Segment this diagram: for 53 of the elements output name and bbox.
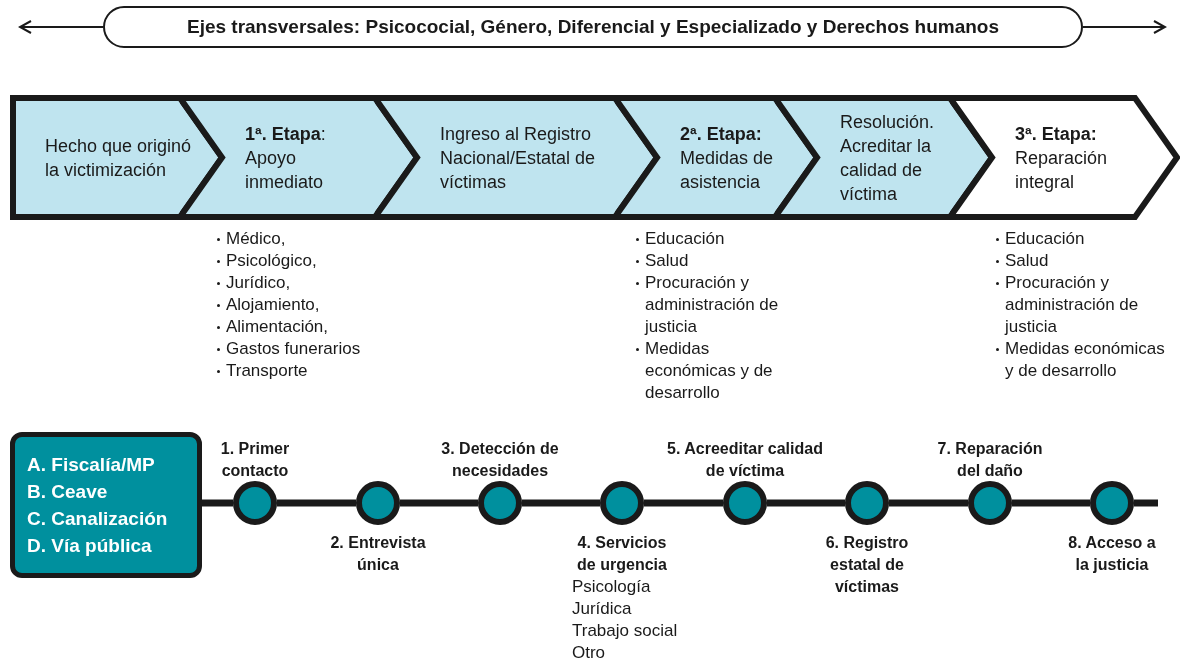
- stage-text: Hecho que originó la victimización: [45, 134, 193, 182]
- list-item: Medidas económicas y de desarrollo: [645, 338, 774, 404]
- list-item: Transporte: [226, 360, 308, 382]
- list-item: Alimentación,: [226, 316, 329, 338]
- service-item: Psicología: [571, 576, 651, 598]
- entry-item: A. Fiscalía/MP: [27, 453, 156, 477]
- list-item: Alojamiento,: [226, 294, 320, 316]
- entry-box: [10, 432, 202, 578]
- stage-text: Resolución. Acreditar la calidad de víctima: [840, 110, 936, 206]
- entry-item: C. Canalización: [27, 507, 169, 531]
- list-item: Educación: [1005, 228, 1085, 250]
- entry-item: D. Vía pública: [27, 534, 153, 558]
- arrow: [1082, 20, 1166, 34]
- arrow: [19, 20, 104, 34]
- banner: [103, 6, 1083, 48]
- timeline-line: [522, 499, 600, 507]
- timeline-line: [277, 499, 356, 507]
- entry-item: B. Ceave: [27, 480, 109, 504]
- list-item: Procuración y administración de justicia: [1005, 272, 1140, 338]
- stage-heading: 2ª. Etapa:: [680, 122, 763, 146]
- banner-title: Ejes transversales: Psicococial, Género, Diferencial y Especializado y Derechos humanos: [186, 14, 1000, 39]
- service-item: Jurídica: [571, 598, 632, 620]
- stage-text: Apoyo inmediato: [245, 146, 325, 194]
- list-item: Salud: [1005, 250, 1049, 272]
- stage-heading: 1ª. Etapa:: [245, 122, 327, 146]
- list-item: Educación: [645, 228, 725, 250]
- step-label: 5. Acreeditar calidad de víctima: [666, 439, 824, 481]
- stage-text: Ingreso al Registro Nacional/Estatal de víctimas: [440, 122, 597, 194]
- step-label: 2. Entrevista única: [329, 533, 427, 575]
- timeline-line: [400, 499, 478, 507]
- list-item: Medidas económicas y de desarrollo: [1005, 338, 1166, 382]
- step-label: 1. Primer contacto: [219, 439, 291, 481]
- step-label: 7. Reparación del daño: [936, 439, 1044, 481]
- timeline-line: [202, 499, 233, 507]
- step-label: 4. Servicios de urgencia: [576, 533, 668, 575]
- list-item: Salud: [645, 250, 689, 272]
- timeline-line: [767, 499, 845, 507]
- service-item: Trabajo social: [571, 620, 678, 642]
- step-label: 3. Detección de necesidades: [440, 439, 560, 481]
- service-item: Otro: [571, 642, 606, 664]
- list-item: Psicológico,: [226, 250, 317, 272]
- step-label: 8. Acceso a la justicia: [1067, 533, 1157, 575]
- list-item: Médico,: [226, 228, 286, 250]
- timeline-line: [889, 499, 968, 507]
- list-item: Jurídico,: [226, 272, 291, 294]
- timeline-line: [1012, 499, 1090, 507]
- stage-text: Reparación integral: [1015, 146, 1109, 194]
- step-label: 6. Registro estatal de víctimas: [824, 533, 910, 597]
- stage-heading: 3ª. Etapa:: [1015, 122, 1098, 146]
- stage-text: Medidas de asistencia: [680, 146, 775, 194]
- list-item: Gastos funerarios: [226, 338, 361, 360]
- list-item: Procuración y administración de justicia: [645, 272, 780, 338]
- timeline-line: [644, 499, 723, 507]
